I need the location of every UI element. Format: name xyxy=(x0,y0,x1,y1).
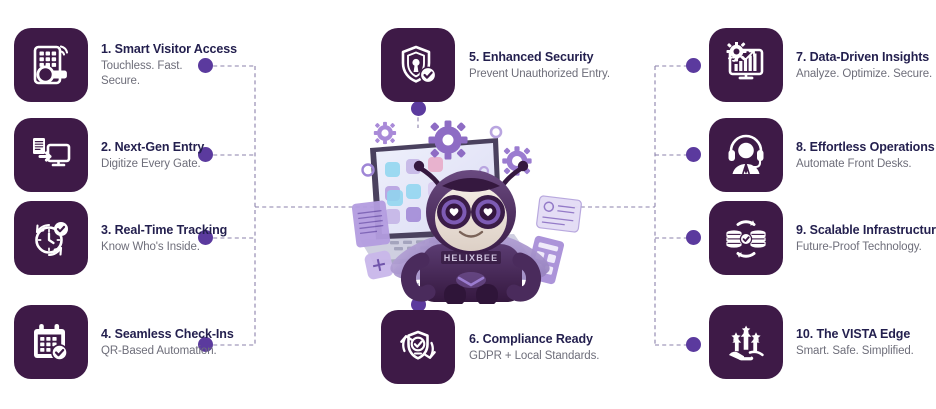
connector-dot-1 xyxy=(198,58,213,73)
feature-text-9: 9. Scalable Infrastructure Future-Proof … xyxy=(783,222,936,255)
headset-agent-icon xyxy=(709,118,783,192)
document-to-monitor-icon xyxy=(14,118,88,192)
feature-subtitle-9: Future-Proof Technology. xyxy=(796,240,922,253)
shield-lock-check-icon xyxy=(381,28,455,102)
connector-dot-7 xyxy=(686,58,701,73)
feature-text-5: 5. Enhanced Security Prevent Unauthorize… xyxy=(455,49,610,82)
feature-subtitle-4: QR-Based Automation. xyxy=(101,344,217,357)
connector-dot-9 xyxy=(686,230,701,245)
feature-title-8: 8. Effortless Operations xyxy=(796,139,935,154)
feature-card-2[interactable]: 2. Next-Gen Entry Digitize Every Gate. xyxy=(14,118,204,192)
feature-card-8[interactable]: 8. Effortless Operations Automate Front … xyxy=(709,118,935,192)
feature-text-7: 7. Data-Driven Insights Analyze. Optimiz… xyxy=(783,49,932,82)
feature-card-7[interactable]: 7. Data-Driven Insights Analyze. Optimiz… xyxy=(709,28,932,102)
hand-arrows-stars-icon xyxy=(709,305,783,379)
feature-title-5: 5. Enhanced Security xyxy=(469,49,594,64)
feature-card-1[interactable]: 1. Smart Visitor Access Touchless. Fast.… xyxy=(14,28,237,102)
feature-subtitle-2: Digitize Every Gate. xyxy=(101,157,201,170)
connector-dot-2 xyxy=(198,147,213,162)
mascot-body: HELIXBEE xyxy=(401,244,541,304)
feature-card-5[interactable]: 5. Enhanced Security Prevent Unauthorize… xyxy=(381,28,610,102)
monitor-chart-gear-icon xyxy=(709,28,783,102)
feature-subtitle-3: Know Who's Inside. xyxy=(101,240,200,253)
feature-card-3[interactable]: 3. Real-Time Tracking Know Who's Inside. xyxy=(14,201,227,275)
feature-card-9[interactable]: 9. Scalable Infrastructure Future-Proof … xyxy=(709,201,936,275)
feature-title-3: 3. Real-Time Tracking xyxy=(101,222,228,237)
feature-text-4: 4. Seamless Check-Ins QR-Based Automatio… xyxy=(88,326,234,359)
connector-dot-4 xyxy=(198,337,213,352)
connector-dot-8 xyxy=(686,147,701,162)
feature-subtitle-8: Automate Front Desks. xyxy=(796,157,912,170)
floating-card-left xyxy=(352,190,403,280)
connector-dot-10 xyxy=(686,337,701,352)
keypad-access-icon xyxy=(14,28,88,102)
feature-subtitle-5: Prevent Unauthorized Entry. xyxy=(469,67,610,80)
feature-subtitle-7: Analyze. Optimize. Secure. xyxy=(796,67,933,80)
connector-dot-3 xyxy=(198,230,213,245)
mascot-chest-label: HELIXBEE xyxy=(444,253,499,263)
feature-title-9: 9. Scalable Infrastructure xyxy=(796,222,936,237)
mascot-illustration: HELIXBEE xyxy=(352,108,590,304)
shield-check-refresh-icon xyxy=(381,310,455,384)
feature-card-10[interactable]: 10. The VISTA Edge Smart. Safe. Simplifi… xyxy=(709,305,914,379)
feature-text-3: 3. Real-Time Tracking Know Who's Inside. xyxy=(88,222,227,255)
database-sync-check-icon xyxy=(709,201,783,275)
feature-title-2: 2. Next-Gen Entry xyxy=(101,139,205,154)
feature-text-6: 6. Compliance Ready GDPR + Local Standar… xyxy=(455,331,599,364)
feature-card-6[interactable]: 6. Compliance Ready GDPR + Local Standar… xyxy=(381,310,599,384)
feature-text-10: 10. The VISTA Edge Smart. Safe. Simplifi… xyxy=(783,326,914,359)
feature-title-6: 6. Compliance Ready xyxy=(469,331,593,346)
feature-title-4: 4. Seamless Check-Ins xyxy=(101,326,234,341)
feature-subtitle-1: Touchless. Fast. Secure. xyxy=(101,60,183,87)
feature-title-1: 1. Smart Visitor Access xyxy=(101,42,237,57)
mascot-head xyxy=(426,170,516,254)
feature-card-4[interactable]: 4. Seamless Check-Ins QR-Based Automatio… xyxy=(14,305,234,379)
feature-title-7: 7. Data-Driven Insights xyxy=(796,49,930,64)
feature-title-10: 10. The VISTA Edge xyxy=(796,326,911,341)
feature-text-1: 1. Smart Visitor Access Touchless. Fast.… xyxy=(88,41,237,88)
connector-dot-5 xyxy=(411,101,426,116)
floating-card-right xyxy=(525,195,582,285)
feature-text-2: 2. Next-Gen Entry Digitize Every Gate. xyxy=(88,139,204,172)
feature-subtitle-10: Smart. Safe. Simplified. xyxy=(796,344,914,357)
clock-check-icon xyxy=(14,201,88,275)
calendar-check-icon xyxy=(14,305,88,379)
feature-subtitle-6: GDPR + Local Standards. xyxy=(469,349,600,362)
feature-text-8: 8. Effortless Operations Automate Front … xyxy=(783,139,935,172)
